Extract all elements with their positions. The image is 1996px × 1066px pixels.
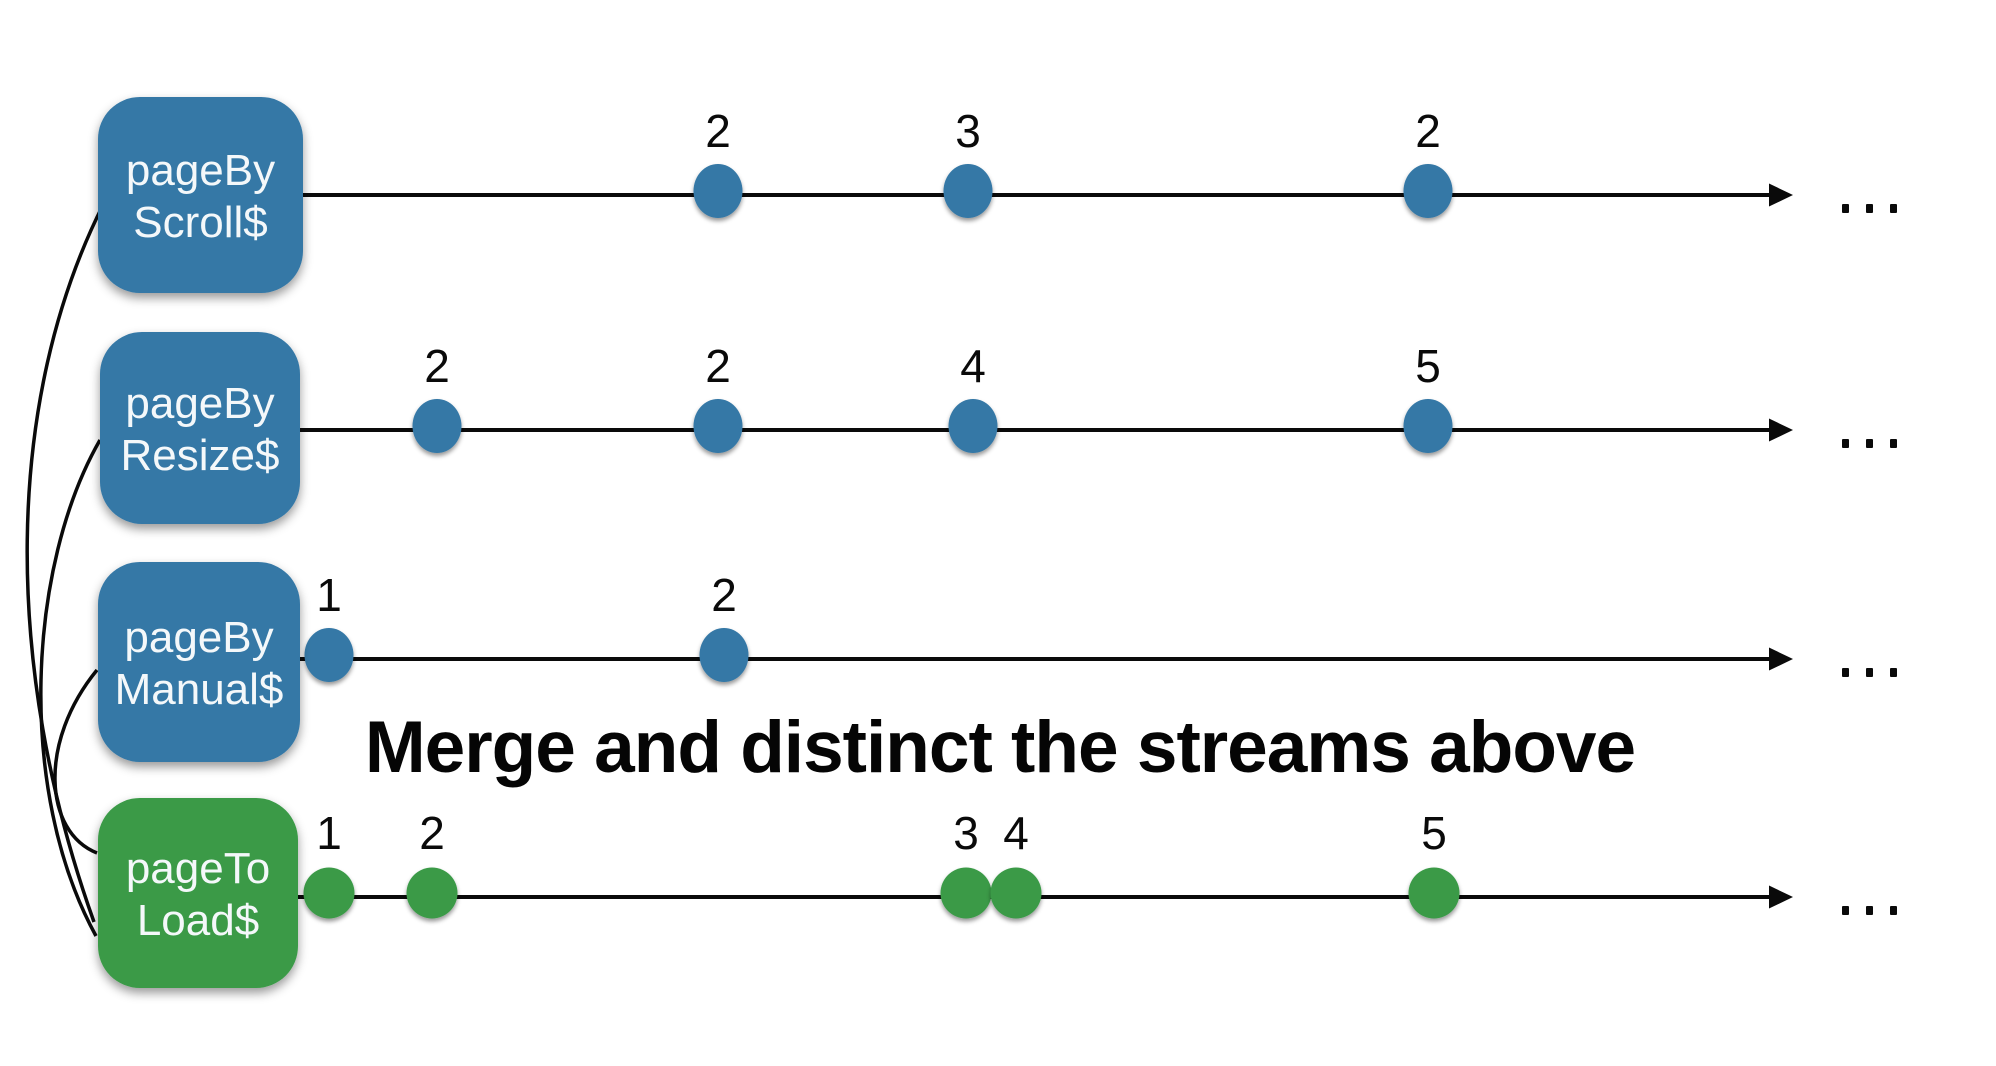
ellipsis-dot (1842, 439, 1849, 448)
stream-box (100, 332, 300, 524)
event-value-label: 5 (1415, 340, 1441, 392)
ellipsis-dot (1842, 204, 1849, 213)
event-value-label: 3 (955, 105, 981, 157)
ellipsis-dot (1890, 204, 1897, 213)
ellipsis-dot (1842, 906, 1849, 915)
ellipsis-dot (1890, 906, 1897, 915)
event-marble (943, 164, 993, 218)
event-marble (693, 399, 743, 453)
event-value-label: 5 (1421, 807, 1447, 859)
timeline-arrowhead (1769, 183, 1793, 207)
event-value-label: 2 (1415, 105, 1441, 157)
event-marble (304, 628, 354, 682)
event-marble (303, 867, 355, 919)
timeline-arrowhead (1769, 885, 1793, 909)
event-marble (1403, 399, 1453, 453)
event-marble (412, 399, 462, 453)
event-marble (990, 867, 1042, 919)
stream-box (98, 97, 303, 293)
ellipsis-dot (1842, 668, 1849, 677)
event-value-label: 1 (316, 569, 342, 621)
event-marble (940, 867, 992, 919)
ellipsis-dot (1866, 204, 1873, 213)
ellipsis-dot (1866, 668, 1873, 677)
event-value-label: 1 (316, 807, 342, 859)
merge-curves-layer (25, 204, 105, 937)
timeline-arrowhead (1769, 647, 1793, 671)
event-value-label: 4 (1003, 807, 1029, 859)
ellipsis-dot (1890, 668, 1897, 677)
event-value-label: 4 (960, 340, 986, 392)
event-value-label: 2 (419, 807, 445, 859)
event-value-label: 2 (705, 105, 731, 157)
merge-curve (53, 668, 99, 855)
event-marble (1403, 164, 1453, 218)
event-value-label: 2 (424, 340, 450, 392)
event-marble (699, 628, 749, 682)
event-marble (1408, 867, 1460, 919)
event-value-label: 3 (953, 807, 979, 859)
ellipsis-dot (1866, 906, 1873, 915)
merge-curve (25, 204, 105, 923)
ellipsis-dot (1866, 439, 1873, 448)
stream-box (98, 798, 298, 988)
timeline-arrowhead (1769, 418, 1793, 442)
event-value-label: 2 (705, 340, 731, 392)
stream-box (98, 562, 300, 762)
event-marble (406, 867, 458, 919)
event-marble (693, 164, 743, 218)
ellipsis-dot (1890, 439, 1897, 448)
merge-instruction-label: Merge and distinct the streams above (365, 707, 1635, 788)
event-marble (948, 399, 998, 453)
merge-curve (39, 439, 102, 937)
event-value-label: 2 (711, 569, 737, 621)
